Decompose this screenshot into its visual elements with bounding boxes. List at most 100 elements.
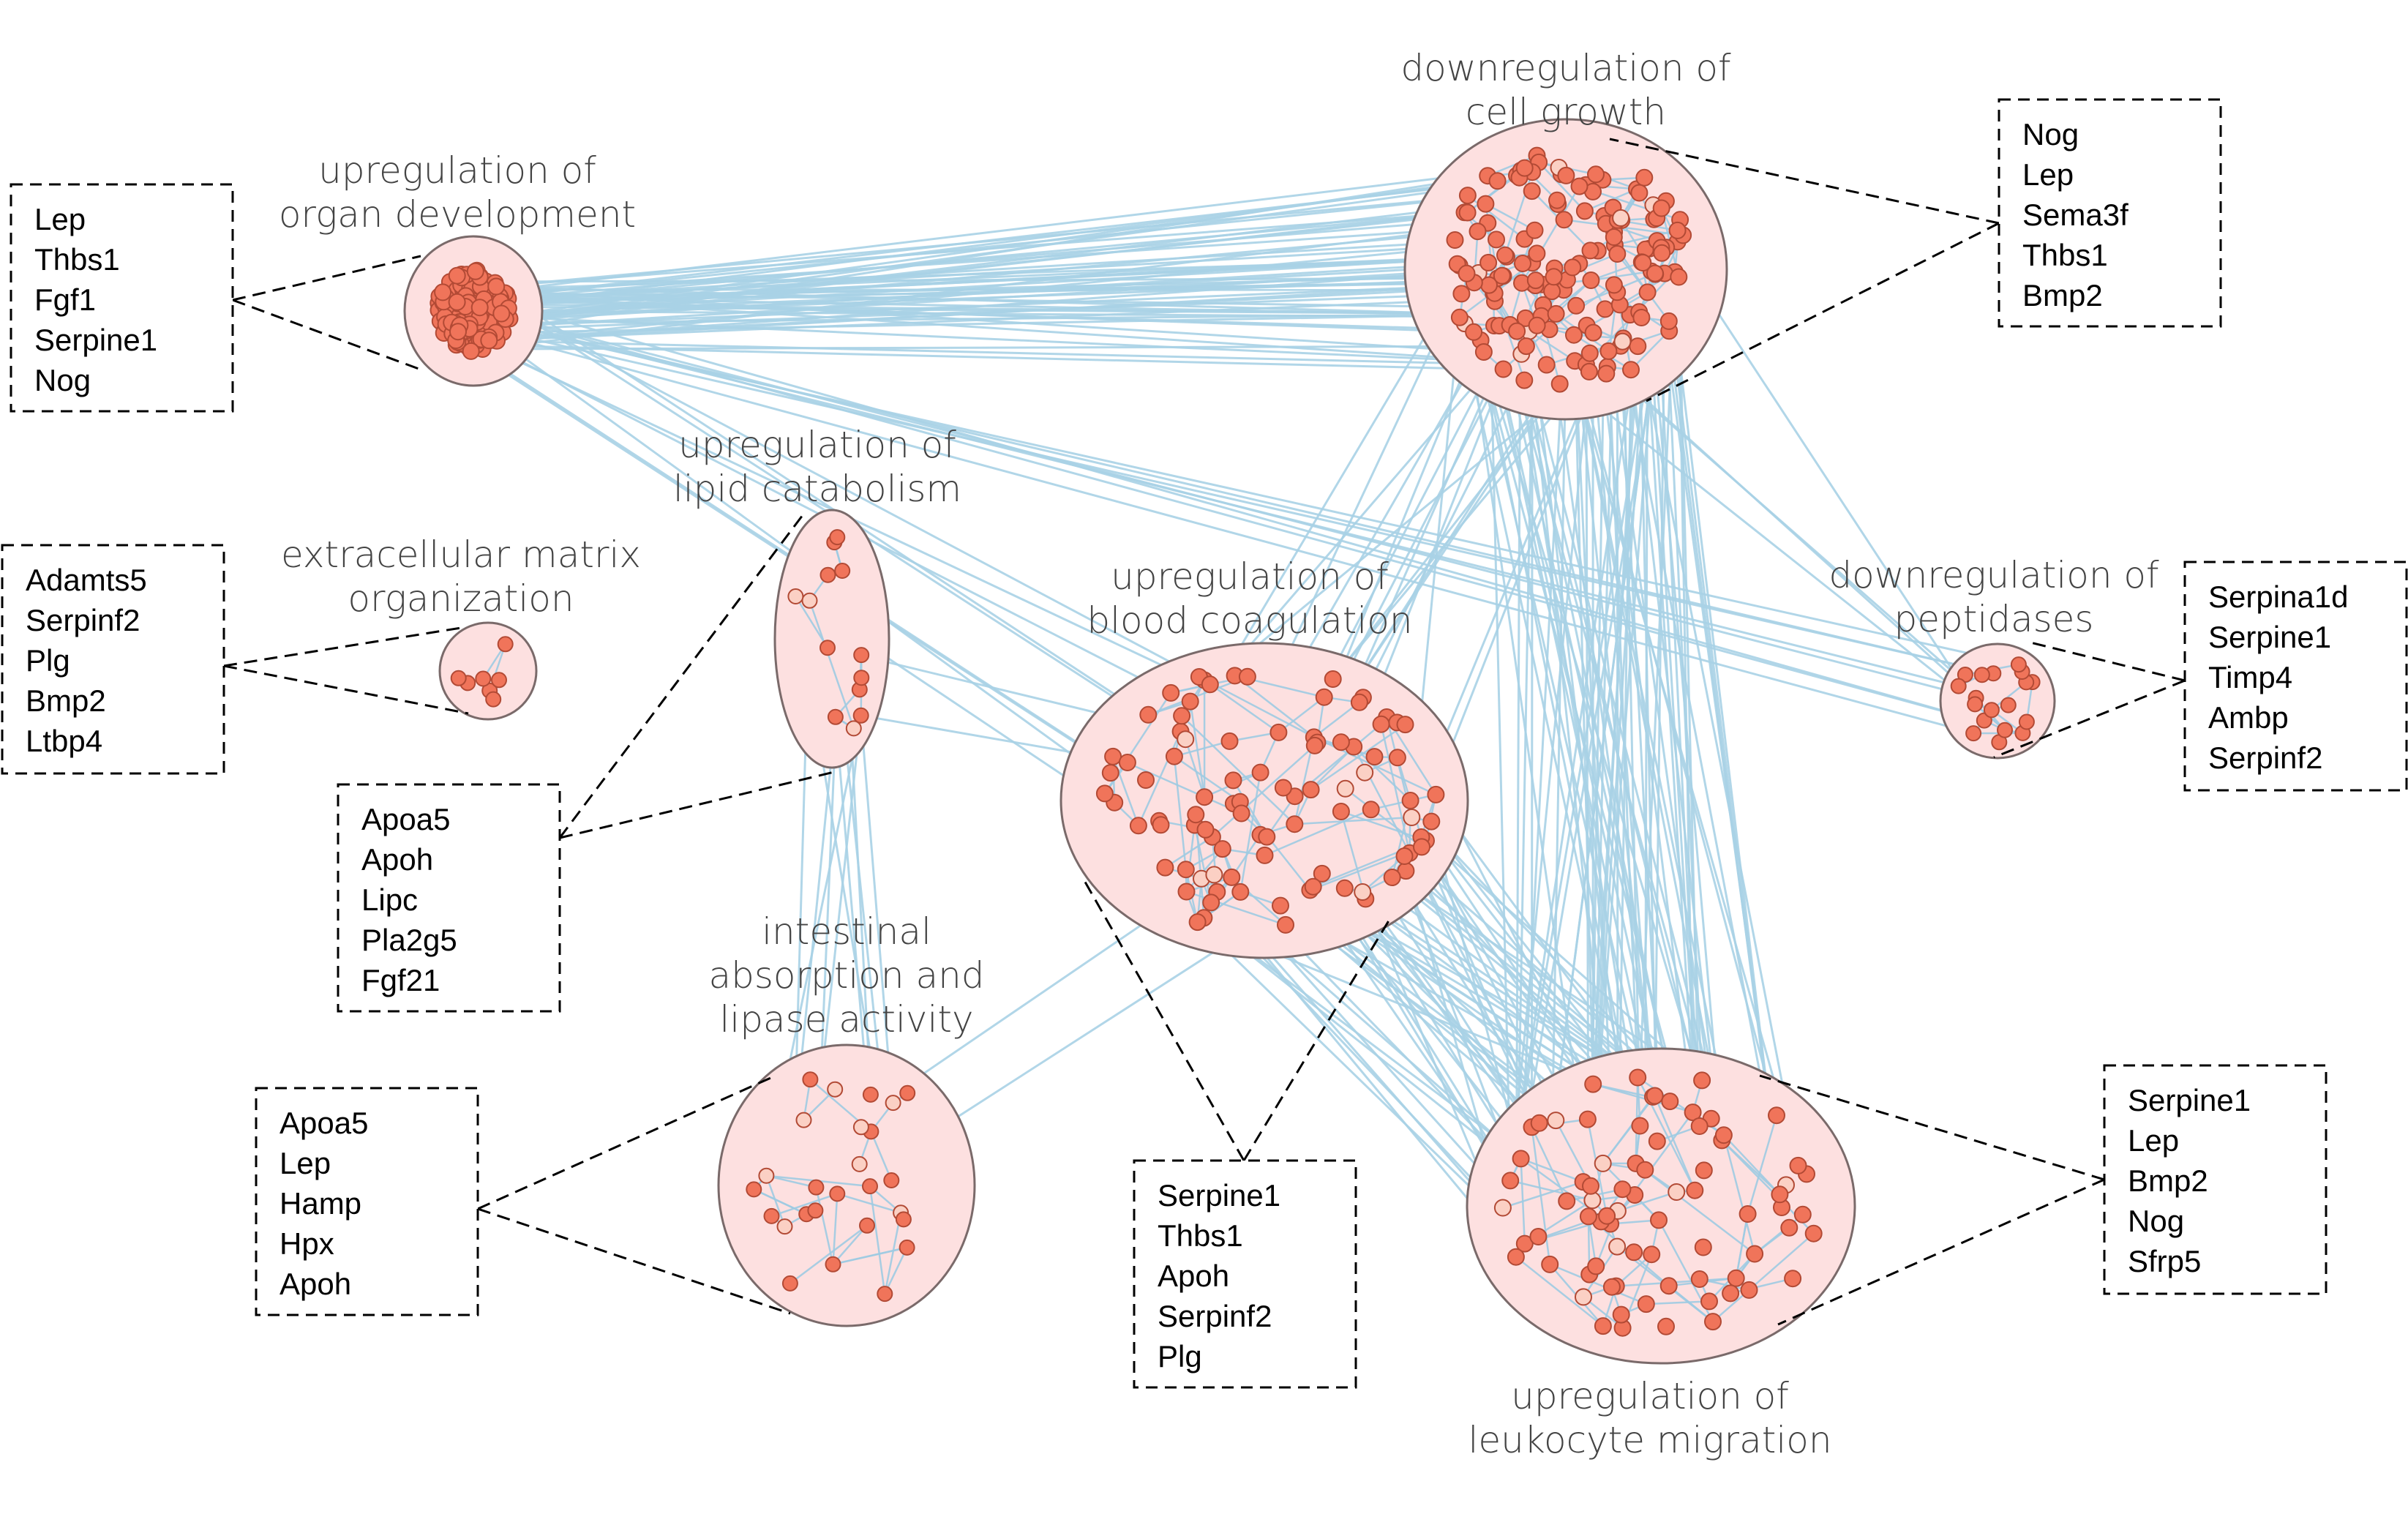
- gene-node[interactable]: [1659, 312, 1678, 330]
- gene-node[interactable]: [1474, 343, 1493, 361]
- gene-node[interactable]: [1564, 258, 1582, 277]
- gene-node[interactable]: [1632, 309, 1651, 326]
- gene-node[interactable]: [1213, 840, 1231, 858]
- gene-node[interactable]: [1181, 692, 1199, 711]
- gene-node[interactable]: [1501, 1172, 1520, 1190]
- gene-node[interactable]: [1196, 820, 1215, 839]
- gene-node[interactable]: [1597, 364, 1616, 383]
- gene-node[interactable]: [1694, 1238, 1712, 1256]
- gene-node[interactable]: [448, 293, 466, 311]
- gene-node[interactable]: [1383, 869, 1401, 886]
- gene-node[interactable]: [1714, 1126, 1733, 1144]
- gene-node[interactable]: [1232, 804, 1250, 822]
- gene-node[interactable]: [1354, 883, 1372, 901]
- gene-node[interactable]: [1570, 177, 1589, 195]
- gene-node[interactable]: [1650, 1211, 1668, 1229]
- gene-node[interactable]: [1095, 784, 1114, 803]
- gene-node[interactable]: [853, 670, 870, 686]
- gene-node[interactable]: [1238, 667, 1256, 686]
- gene-node[interactable]: [1401, 792, 1419, 809]
- gene-node[interactable]: [1277, 915, 1294, 934]
- gene-node[interactable]: [1196, 788, 1214, 806]
- gene-node[interactable]: [1661, 1093, 1679, 1111]
- gene-node[interactable]: [1582, 1177, 1599, 1195]
- gene-node[interactable]: [1784, 1270, 1802, 1288]
- gene-node[interactable]: [1555, 211, 1573, 229]
- gene-node[interactable]: [1646, 1087, 1664, 1105]
- gene-node[interactable]: [1648, 1132, 1666, 1150]
- gene-node[interactable]: [434, 283, 452, 301]
- gene-node[interactable]: [485, 691, 502, 708]
- gene-node[interactable]: [450, 670, 467, 686]
- gene-node[interactable]: [1152, 816, 1170, 834]
- gene-node[interactable]: [862, 1178, 878, 1195]
- gene-node[interactable]: [1515, 371, 1534, 389]
- gene-node[interactable]: [862, 1086, 879, 1103]
- gene-node[interactable]: [1118, 754, 1136, 771]
- gene-node[interactable]: [808, 1179, 825, 1196]
- gene-node[interactable]: [1670, 268, 1688, 286]
- gene-node[interactable]: [819, 566, 836, 583]
- gene-node[interactable]: [1686, 1181, 1704, 1199]
- gene-node[interactable]: [462, 342, 480, 360]
- gene-node[interactable]: [825, 1256, 841, 1273]
- gene-node[interactable]: [1983, 702, 2000, 719]
- gene-node[interactable]: [1256, 846, 1274, 864]
- gene-node[interactable]: [1722, 1284, 1740, 1303]
- gene-node[interactable]: [829, 529, 846, 546]
- gene-node[interactable]: [1690, 1270, 1709, 1288]
- gene-node[interactable]: [1458, 203, 1477, 222]
- gene-node[interactable]: [1684, 1103, 1702, 1122]
- gene-node[interactable]: [1350, 693, 1368, 711]
- gene-node[interactable]: [1526, 271, 1545, 290]
- gene-node[interactable]: [1557, 166, 1575, 184]
- gene-node[interactable]: [1599, 342, 1618, 360]
- gene-node[interactable]: [1413, 838, 1430, 856]
- gene-node[interactable]: [2018, 713, 2035, 730]
- gene-node[interactable]: [1602, 1278, 1621, 1296]
- gene-node[interactable]: [1205, 866, 1223, 884]
- gene-node[interactable]: [845, 720, 862, 737]
- gene-node[interactable]: [1646, 264, 1664, 282]
- gene-node[interactable]: [795, 1112, 812, 1128]
- gene-node[interactable]: [449, 323, 467, 341]
- gene-node[interactable]: [1587, 1257, 1605, 1275]
- gene-node[interactable]: [1223, 868, 1241, 886]
- gene-node[interactable]: [1177, 861, 1195, 879]
- gene-node[interactable]: [1332, 733, 1350, 752]
- gene-node[interactable]: [1162, 683, 1180, 702]
- gene-node[interactable]: [802, 1071, 819, 1088]
- gene-node[interactable]: [1771, 1185, 1789, 1204]
- gene-node[interactable]: [1659, 1277, 1678, 1295]
- gene-node[interactable]: [1550, 375, 1569, 393]
- gene-node[interactable]: [1324, 670, 1342, 688]
- gene-node[interactable]: [1804, 1224, 1823, 1243]
- gene-node[interactable]: [801, 592, 818, 609]
- gene-node[interactable]: [1700, 1292, 1718, 1311]
- gene-node[interactable]: [1129, 817, 1147, 835]
- gene-node[interactable]: [1488, 231, 1505, 249]
- gene-node[interactable]: [1740, 1281, 1758, 1299]
- gene-node[interactable]: [1313, 864, 1331, 882]
- gene-node[interactable]: [1581, 241, 1599, 260]
- gene-node[interactable]: [491, 672, 507, 689]
- gene-node[interactable]: [492, 304, 511, 323]
- gene-node[interactable]: [1575, 1288, 1592, 1306]
- gene-node[interactable]: [1395, 847, 1414, 865]
- gene-node[interactable]: [1547, 304, 1565, 323]
- gene-node[interactable]: [851, 1155, 868, 1172]
- gene-node[interactable]: [1630, 184, 1649, 202]
- gene-node[interactable]: [1636, 1161, 1654, 1179]
- gene-node[interactable]: [746, 1181, 762, 1198]
- gene-node[interactable]: [1612, 209, 1630, 227]
- gene-node[interactable]: [807, 1202, 824, 1219]
- gene-node[interactable]: [1286, 815, 1304, 833]
- gene-node[interactable]: [1608, 245, 1627, 263]
- gene-node[interactable]: [1469, 222, 1487, 241]
- gene-node[interactable]: [1965, 725, 1982, 742]
- gene-node[interactable]: [2000, 697, 2017, 713]
- gene-node[interactable]: [1652, 199, 1670, 217]
- gene-node[interactable]: [1583, 1191, 1602, 1210]
- gene-node[interactable]: [853, 647, 870, 664]
- gene-node[interactable]: [1494, 360, 1512, 378]
